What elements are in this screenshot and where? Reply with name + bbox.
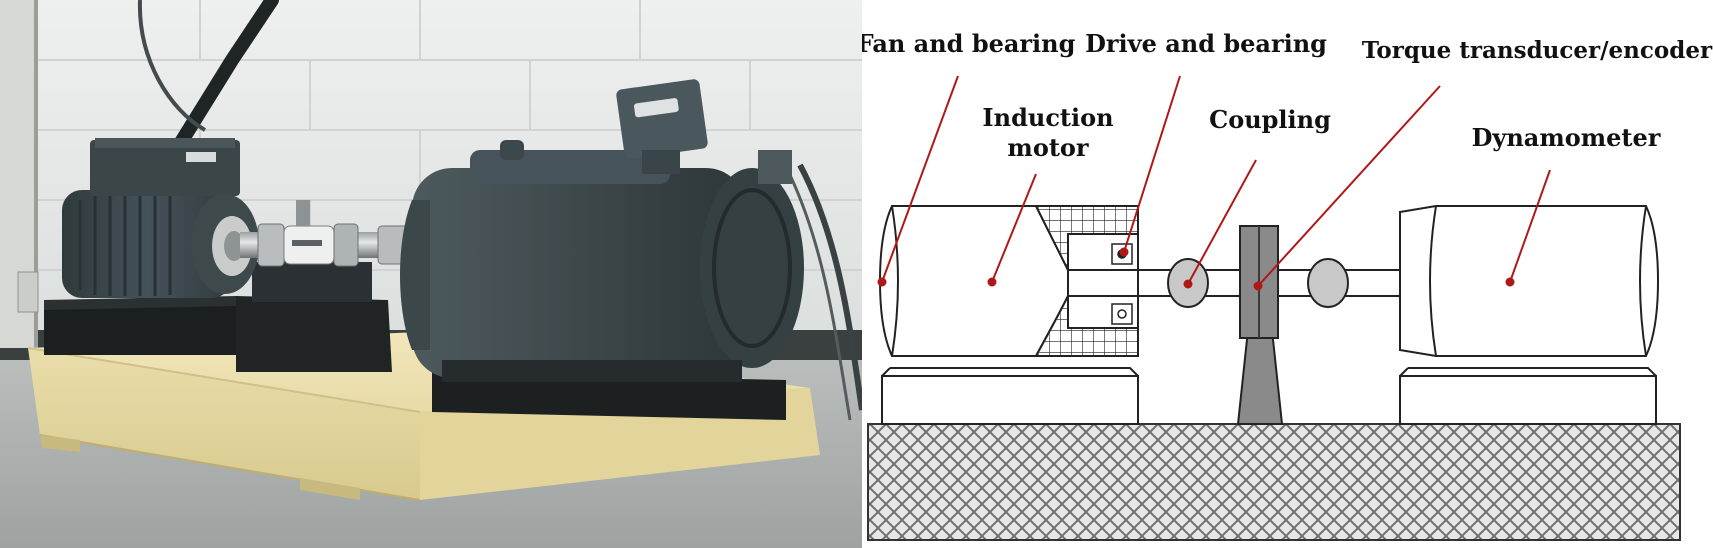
dyno-housing (1399, 205, 1660, 357)
dyno-lifting-lug (500, 140, 524, 160)
dyno-front-curve (1429, 205, 1437, 357)
leader-fan-bearing (881, 75, 959, 283)
motor-feet-top (881, 367, 1139, 377)
label-drive-and-bearing: Drive and bearing (1085, 29, 1327, 58)
leader-dynamometer (1509, 169, 1551, 283)
cable-right (797, 163, 862, 411)
drive-bearing-bottom-ball (1117, 309, 1127, 319)
dyno-feet (1399, 375, 1657, 425)
label-induction-motor-line2: motor (1007, 133, 1088, 162)
motor-junction-top (95, 138, 235, 148)
motor-base-top (44, 296, 236, 310)
label-induction-motor-line1: Induction (982, 103, 1113, 132)
base-plate (867, 423, 1681, 541)
leader-fan-bearing-dot (877, 277, 887, 287)
motor-bearing-inner (224, 231, 244, 261)
leader-coupling-dot (1183, 279, 1193, 289)
transducer-stand (1236, 329, 1284, 425)
dyno-encoder-box (616, 79, 708, 159)
motor-housing (878, 205, 1139, 357)
transducer-label (292, 240, 322, 246)
motor-fins (78, 195, 172, 296)
wall-plate (17, 271, 39, 313)
winding-top (1034, 205, 1139, 271)
test-rig-schematic: Fan and bearing Drive and bearing Torque… (862, 29, 1713, 541)
motor-junction-box (90, 140, 240, 196)
leader-dynamometer-dot (1505, 277, 1515, 287)
dyno-end-curve (1639, 205, 1647, 357)
dyno-body (412, 168, 746, 378)
leader-drive-bearing (1123, 75, 1181, 253)
conduit-pipe (163, 0, 279, 167)
torque-transducer (1236, 225, 1284, 425)
motor-fan-end-curve (891, 205, 899, 357)
dyno-base (432, 372, 786, 420)
transducer-stand (252, 262, 372, 302)
cable-right-2 (788, 174, 852, 421)
dyno-cable-gland (758, 150, 792, 184)
winding-bottom (1034, 295, 1139, 357)
coupling-right (1307, 258, 1349, 308)
dynamometer (1399, 205, 1660, 425)
coupling-left (257, 223, 285, 267)
leader-drive-bearing-dot (1119, 247, 1129, 257)
dyno-feet-top (1399, 367, 1657, 377)
dyno-front-cover (700, 168, 804, 368)
leader-induction-motor (991, 173, 1037, 283)
motor-body (62, 190, 232, 298)
dyno-encoder-neck (642, 150, 680, 174)
dyno-encoder-label (633, 98, 679, 118)
door-edge (34, 0, 38, 348)
bench-foot-2 (300, 478, 360, 500)
dyno-rear-dome (400, 200, 430, 350)
bench-line-2 (27, 347, 421, 413)
leader-induction-motor-dot (987, 277, 997, 287)
dyno-foot (442, 360, 742, 382)
motor-base (44, 302, 236, 355)
transducer-connector (296, 200, 310, 226)
motor-nameplate (186, 152, 216, 162)
cable (137, 0, 206, 132)
leader-torque-transducer-dot (1253, 281, 1263, 291)
leader-torque-transducer (1257, 85, 1441, 287)
transducer-base (236, 296, 392, 372)
label-dynamometer: Dynamometer (1472, 123, 1661, 152)
leader-lines (877, 75, 1551, 291)
induction-motor (878, 205, 1139, 425)
coupling-right (333, 223, 359, 267)
dyno-front-ring (712, 188, 792, 348)
bench-left-face (28, 348, 420, 500)
leader-coupling (1187, 159, 1257, 285)
label-fan-and-bearing: Fan and bearing (862, 29, 1076, 58)
label-coupling: Coupling (1209, 105, 1331, 134)
label-torque-transducer: Torque transducer/encoder (1362, 37, 1713, 64)
motor-feet (881, 375, 1139, 425)
test-rig-photo (0, 0, 862, 548)
motor-rotor (1067, 269, 1139, 297)
bench-foot (40, 435, 80, 452)
